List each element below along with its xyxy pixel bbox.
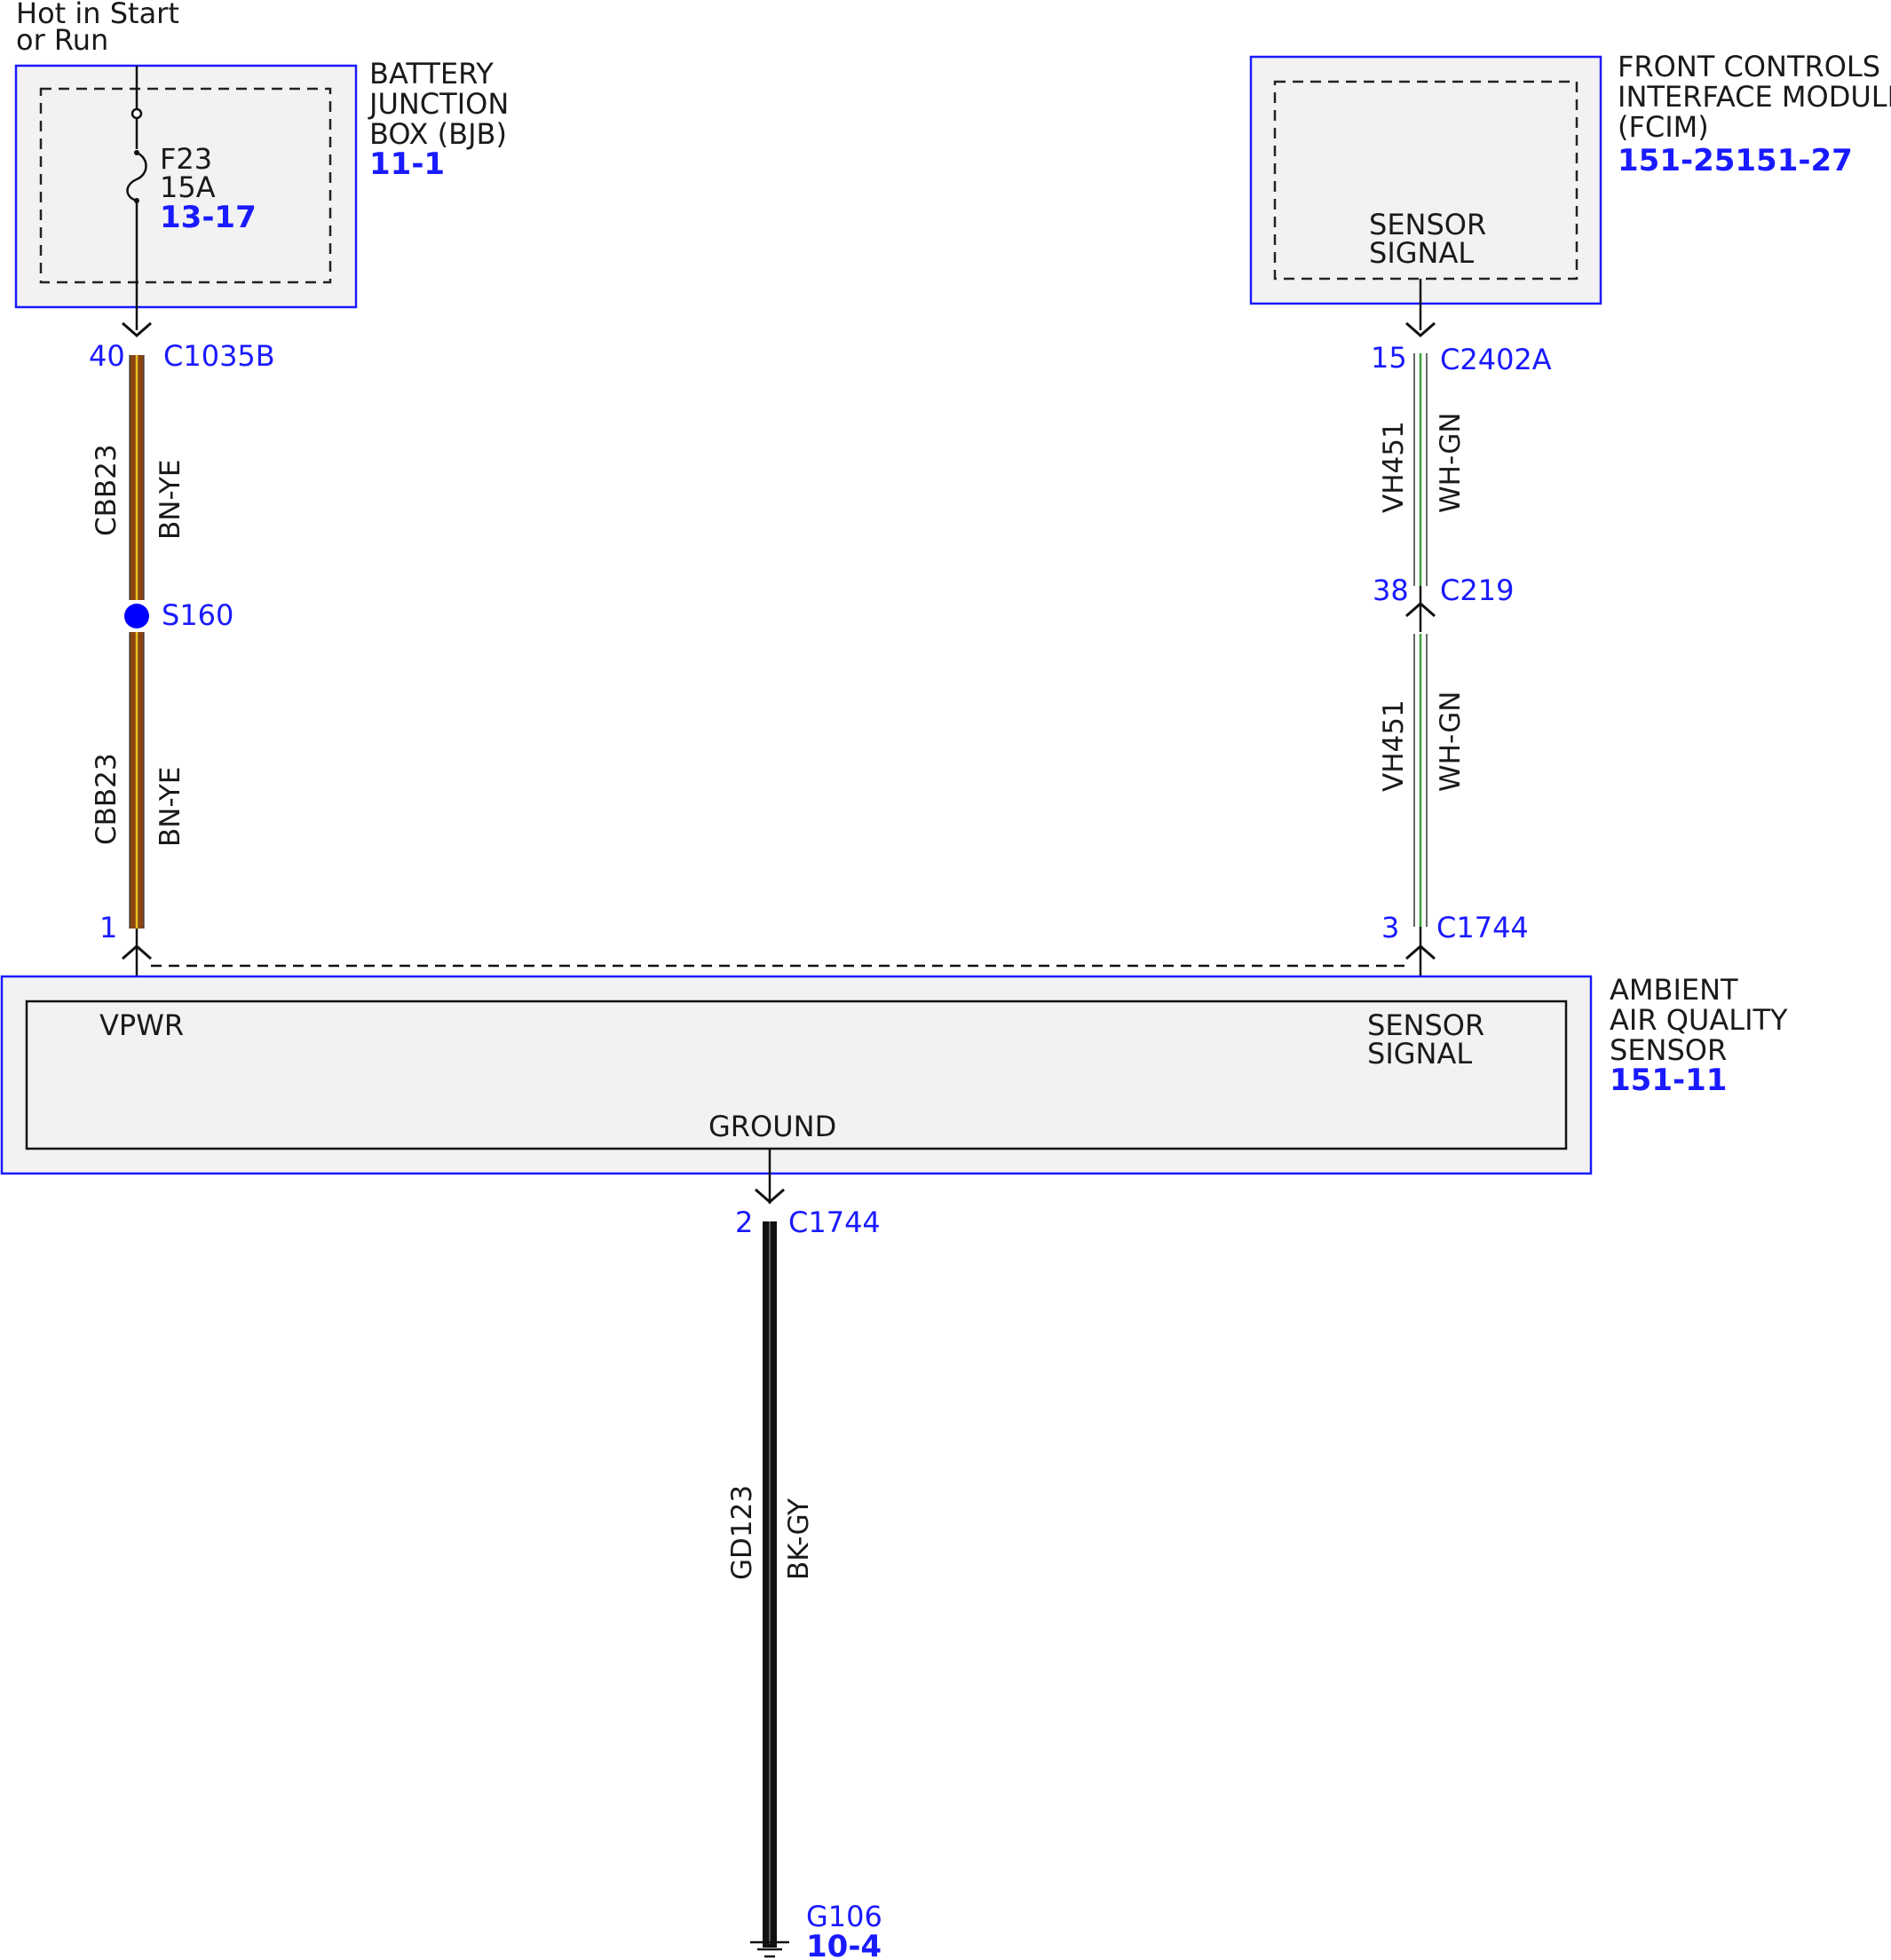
c2402a-id: C2402A	[1440, 343, 1552, 376]
connector-pin2-icon	[755, 1149, 785, 1204]
fuse-ref-link[interactable]: 13-17	[160, 200, 257, 235]
wire-vh451-lower[interactable]	[1413, 634, 1428, 927]
connector-c1035b-icon	[122, 321, 152, 337]
bjb-name-line3: BOX (BJB)	[369, 117, 507, 151]
fcim-module[interactable]	[1249, 55, 1602, 305]
fcim-name-line3: (FCIM)	[1618, 110, 1709, 144]
sensor-name-line2: AIR QUALITY	[1610, 1003, 1788, 1037]
wire-gd123-color: BK-GY	[783, 1498, 815, 1580]
ground-symbol-icon	[750, 1940, 789, 1958]
c1035b-id: C1035B	[163, 339, 275, 373]
wire-vh451-lower-circuit: VH451	[1378, 699, 1410, 792]
ground-connector-id: C1744	[788, 1205, 881, 1239]
sensor-ground-label: GROUND	[708, 1110, 836, 1143]
fuse-rating: 15A	[160, 170, 216, 204]
ground-pin: 2	[735, 1205, 753, 1239]
c1035b-pin: 40	[89, 339, 125, 373]
ground-point-ref-link[interactable]: 10-4	[806, 1929, 882, 1960]
connector-c219-icon	[1405, 586, 1436, 632]
wire-cbb23-upper-color: BN-YE	[154, 460, 186, 541]
wire-cbb23-lower[interactable]	[129, 632, 145, 929]
fcim-pin-label-2: SIGNAL	[1369, 236, 1474, 270]
wire-gd123-circuit: GD123	[726, 1485, 758, 1580]
wire-vh451-lower-color: WH-GN	[1435, 692, 1467, 793]
signal-pin: 3	[1381, 911, 1399, 944]
wire-vh451-upper-color: WH-GN	[1435, 413, 1467, 514]
fcim-ref-link[interactable]: 151-25151-27	[1618, 143, 1853, 178]
bjb-ref-link[interactable]: 11-1	[369, 146, 445, 182]
splice-s160-id: S160	[162, 598, 233, 632]
splice-s160-dot[interactable]	[124, 604, 149, 628]
battery-junction-box[interactable]	[14, 64, 358, 309]
bjb-name-line2: JUNCTION	[368, 87, 509, 121]
c219-pin: 38	[1373, 573, 1409, 607]
fuse-id: F23	[160, 142, 212, 176]
wire-gd123[interactable]	[763, 1221, 777, 1948]
ambient-air-quality-sensor[interactable]	[0, 975, 1593, 1175]
fcim-name-line2: INTERFACE MODULE	[1618, 80, 1891, 114]
wire-vh451-upper[interactable]	[1413, 353, 1428, 586]
sensor-signal-label-1: SENSOR	[1367, 1008, 1484, 1042]
wire-cbb23-upper-circuit: CBB23	[91, 444, 123, 536]
fcim-name-line1: FRONT CONTROLS	[1618, 50, 1880, 83]
power-source-label-2: or Run	[16, 23, 108, 57]
sensor-signal-label-2: SIGNAL	[1367, 1037, 1472, 1071]
sensor-vpwr-label: VPWR	[99, 1008, 184, 1042]
bjb-name-line1: BATTERY	[369, 57, 494, 91]
wire-cbb23-lower-circuit: CBB23	[91, 753, 123, 845]
vpwr-pin: 1	[99, 911, 117, 944]
connector-c2402a-icon	[1405, 321, 1436, 337]
sensor-ref-link[interactable]: 151-11	[1610, 1063, 1727, 1098]
fcim-pin-label-1: SENSOR	[1369, 208, 1486, 241]
power-source-label-1: Hot in Start	[16, 0, 179, 30]
wire-cbb23-lower-color: BN-YE	[154, 767, 186, 848]
sensor-name-line3: SENSOR	[1610, 1033, 1727, 1067]
signal-connector-id: C1744	[1436, 911, 1529, 944]
ground-point-id: G106	[806, 1900, 882, 1933]
c219-id: C219	[1440, 573, 1514, 607]
wire-vh451-upper-circuit: VH451	[1378, 421, 1410, 513]
fuse-icon	[126, 107, 147, 203]
c2402a-pin: 15	[1371, 341, 1407, 375]
sensor-name-line1: AMBIENT	[1610, 973, 1738, 1007]
wire-cbb23-upper[interactable]	[129, 355, 145, 600]
